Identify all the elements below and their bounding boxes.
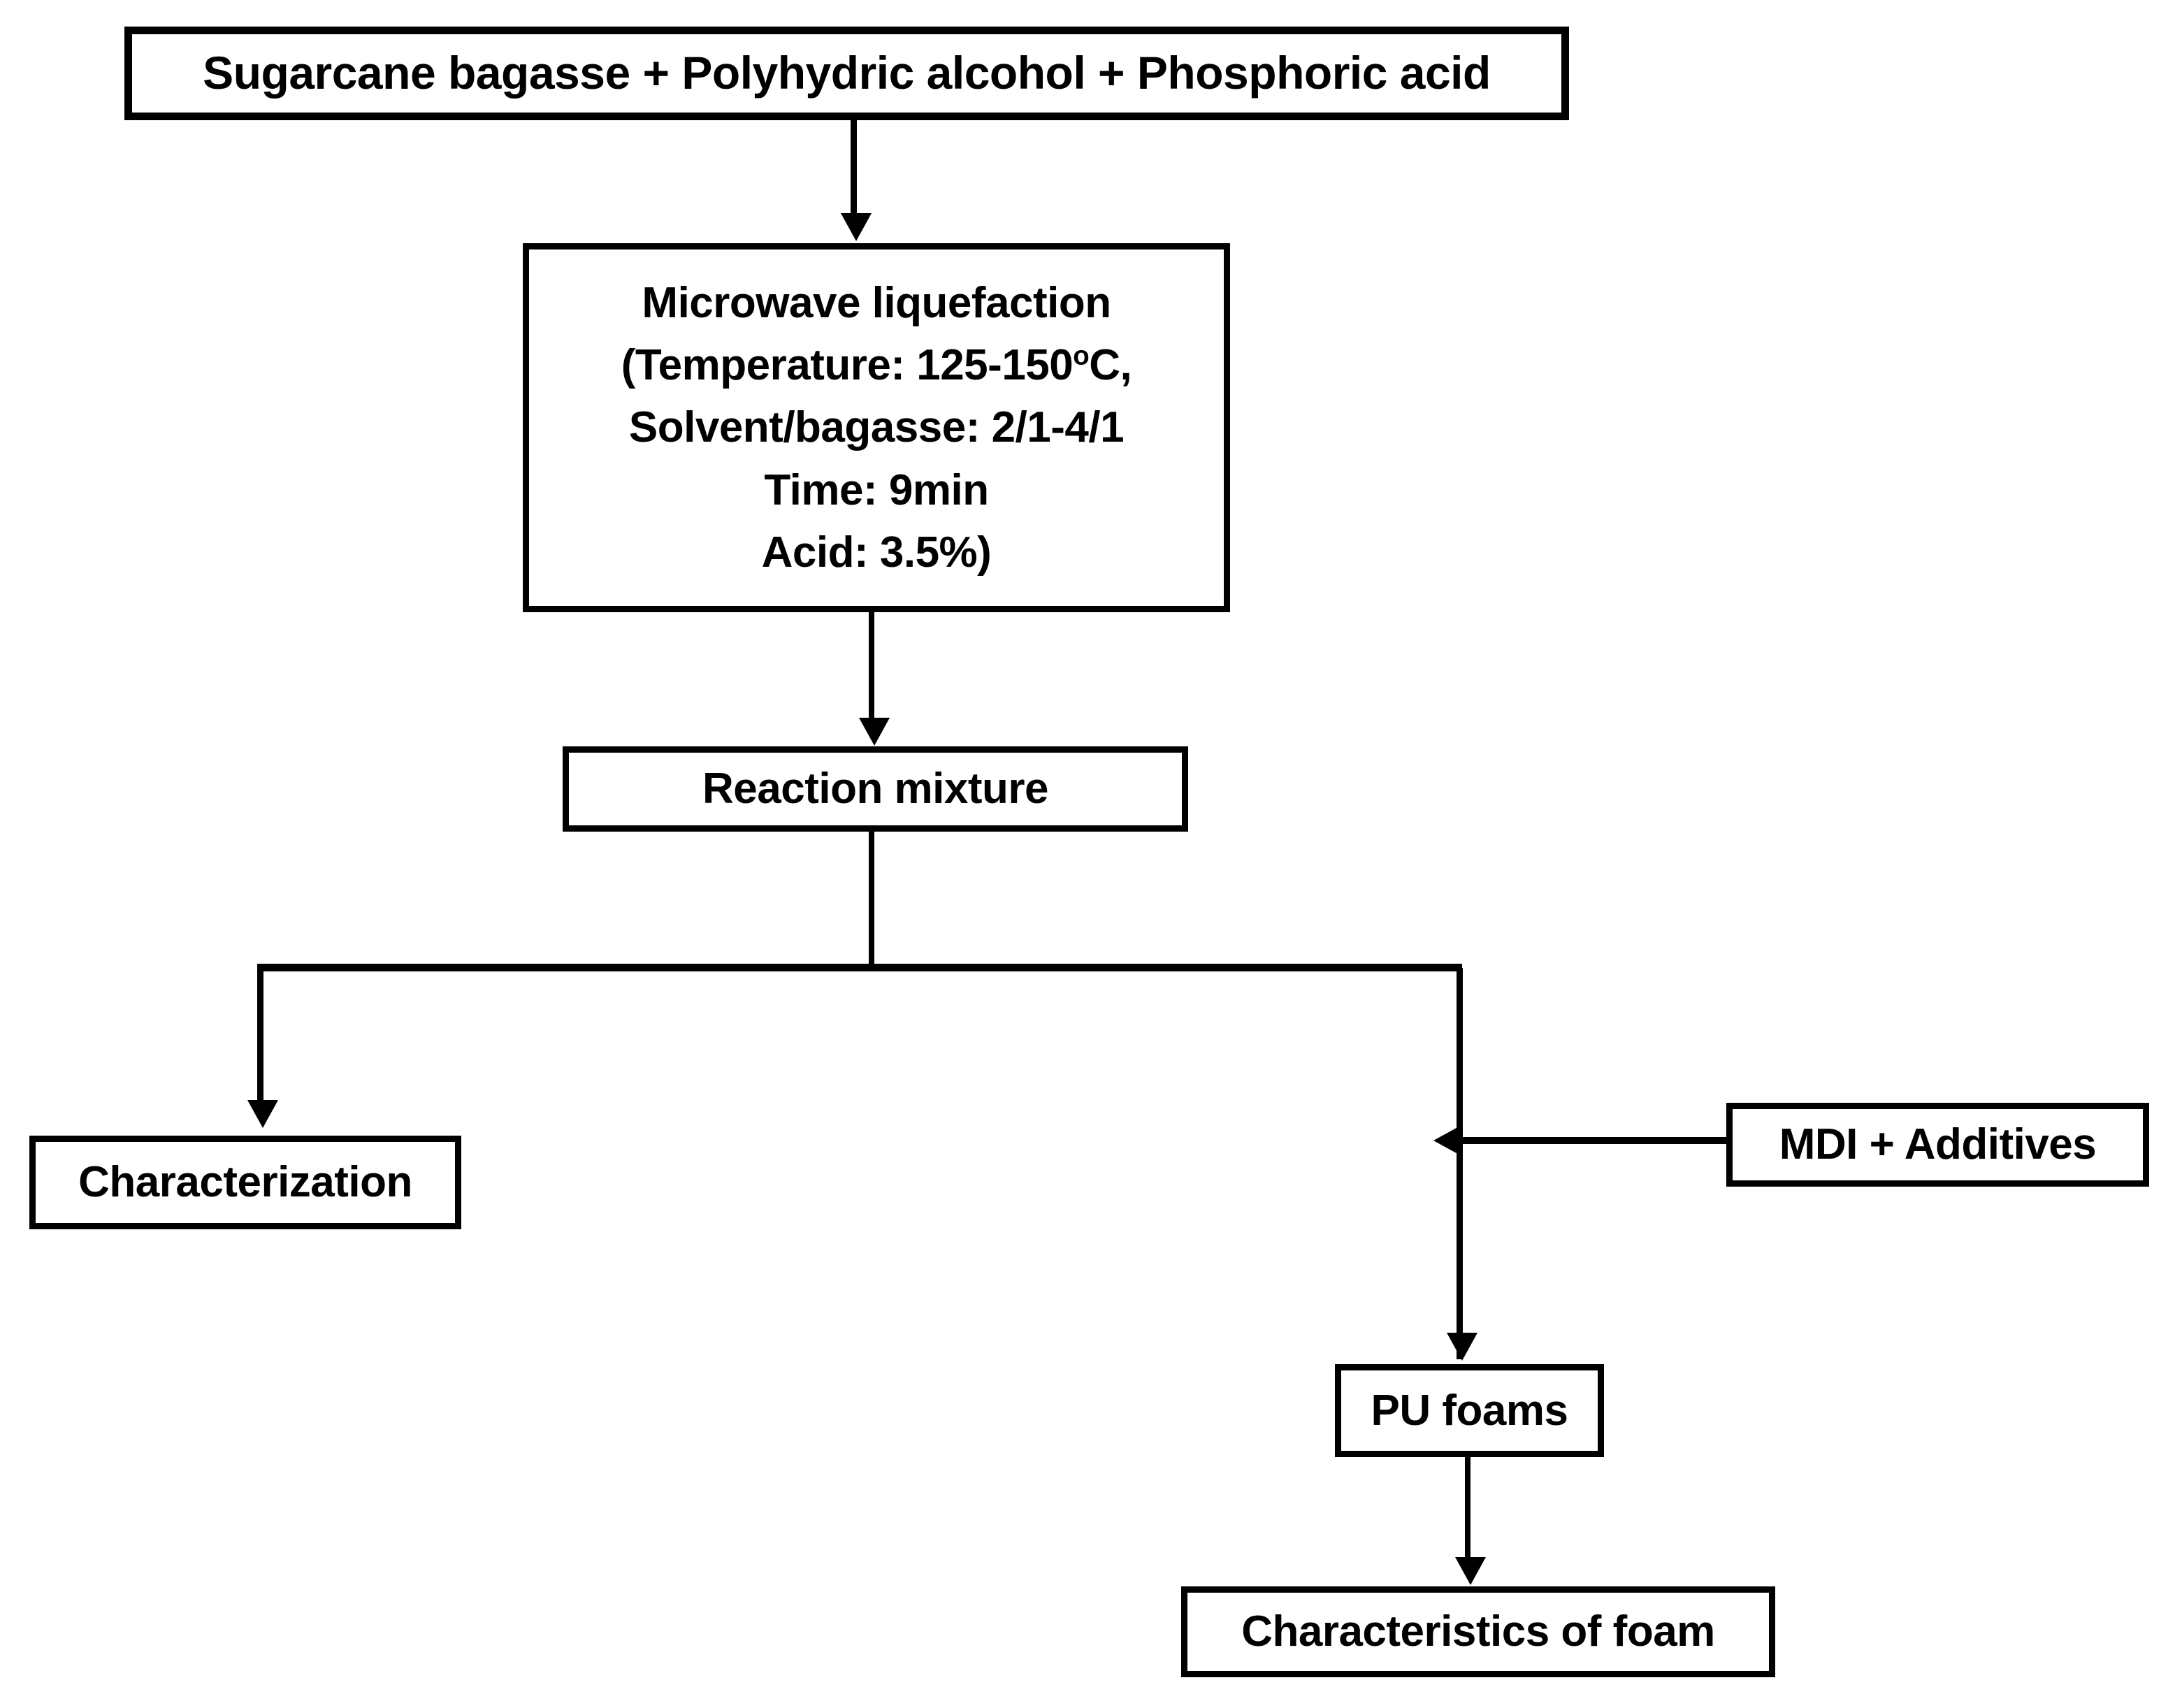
node-feedstock: Sugarcane bagasse + Polyhydric alcohol +… xyxy=(124,27,1569,120)
edge-feedstock-to-liquefaction-arrowhead-icon xyxy=(841,213,872,241)
liquefaction-solvent-ratio: Solvent/bagasse: 2/1-4/1 xyxy=(628,403,1125,452)
liquefaction-title: Microwave liquefaction xyxy=(642,278,1111,327)
edge-split-to-characterization-arrowhead-icon xyxy=(247,1100,278,1128)
edge-split-to-pu-foams-arrowhead-icon xyxy=(1447,1333,1477,1361)
node-foam-characteristics: Characteristics of foam xyxy=(1181,1586,1775,1677)
node-mdi-additives: MDI + Additives xyxy=(1726,1103,2149,1187)
node-pu-foams: PU foams xyxy=(1335,1364,1604,1457)
node-characterization: Characterization xyxy=(29,1136,461,1229)
edge-pu-foams-to-characteristics-line xyxy=(1465,1457,1471,1561)
liquefaction-temperature-unit: C, xyxy=(1089,341,1132,390)
node-feedstock-label: Sugarcane bagasse + Polyhydric alcohol +… xyxy=(203,47,1491,99)
node-foam-characteristics-label: Characteristics of foam xyxy=(1241,1607,1715,1656)
edge-liquefaction-to-reaction-line xyxy=(869,612,874,721)
edge-split-to-characterization-line xyxy=(257,968,263,1104)
edge-mdi-to-pu-foams-arrowhead-icon xyxy=(1433,1125,1461,1156)
liquefaction-acid: Acid: 3.5%) xyxy=(761,528,992,577)
liquefaction-temperature-text: (Temperature: 125-150 xyxy=(621,341,1074,390)
edge-feedstock-to-liquefaction-line xyxy=(851,120,857,218)
edge-reaction-to-split-line xyxy=(869,832,874,970)
node-reaction-mixture: Reaction mixture xyxy=(563,746,1188,832)
node-microwave-liquefaction: Microwave liquefaction (Temperature: 125… xyxy=(523,243,1230,612)
edge-liquefaction-to-reaction-arrowhead-icon xyxy=(859,718,890,746)
edge-mdi-to-pu-foams-line xyxy=(1463,1137,1730,1144)
edge-split-to-pu-foams-line xyxy=(1457,968,1463,1359)
node-pu-foams-label: PU foams xyxy=(1371,1386,1568,1435)
edge-pu-foams-to-characteristics-arrowhead-icon xyxy=(1455,1557,1486,1585)
liquefaction-time: Time: 9min xyxy=(764,465,989,514)
node-characterization-label: Characterization xyxy=(78,1158,412,1207)
degree-superscript-icon: o xyxy=(1073,340,1090,371)
edge-split-horizontal-bar xyxy=(257,964,1462,971)
node-reaction-mixture-label: Reaction mixture xyxy=(702,765,1049,813)
node-mdi-additives-label: MDI + Additives xyxy=(1779,1120,2097,1169)
liquefaction-temperature: (Temperature: 125-150oC, xyxy=(621,334,1132,396)
